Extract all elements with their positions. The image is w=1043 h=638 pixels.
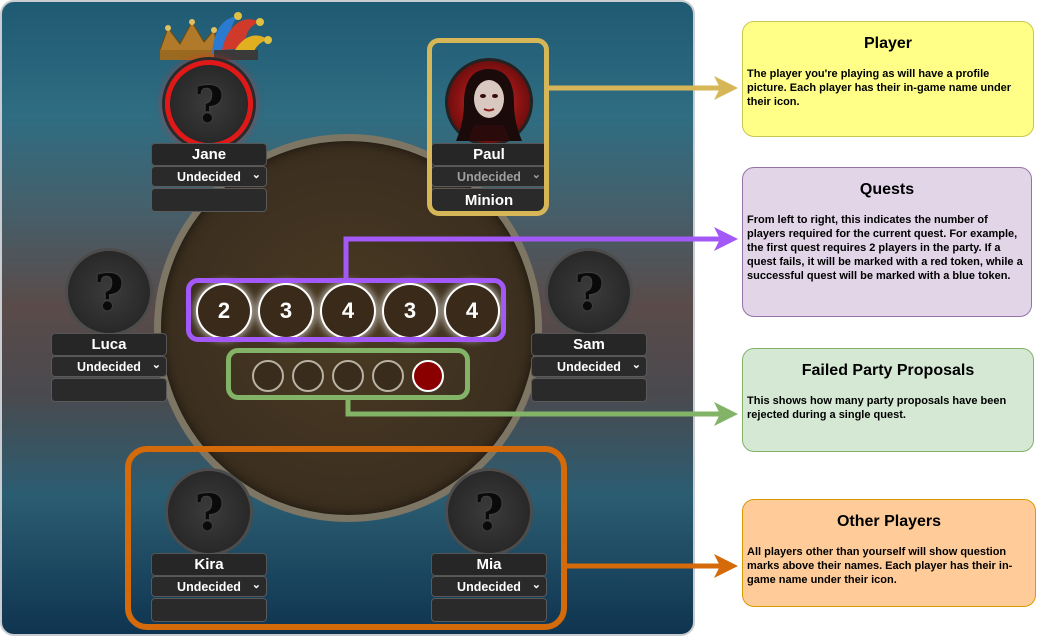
role-field-paul: Minion	[432, 189, 546, 211]
player-avatar-jane[interactable]: ?	[165, 60, 253, 148]
role-field-jane	[152, 189, 266, 211]
note-player: Player The player you're playing as will…	[742, 21, 1034, 137]
vote-select-luca[interactable]: Undecided⌄	[52, 357, 166, 376]
unknown-player-icon: ?	[194, 74, 224, 134]
failed-connector-arrow	[345, 400, 738, 426]
vote-select-mia[interactable]: Undecided⌄	[432, 577, 546, 596]
chevron-down-icon: ⌄	[251, 169, 261, 181]
proposal-token-3	[332, 360, 364, 392]
proposal-token-5	[412, 360, 444, 392]
note-others-title: Other Players	[836, 513, 942, 530]
vote-select-kira[interactable]: Undecided⌄	[152, 577, 266, 596]
chevron-down-icon: ⌄	[531, 579, 541, 591]
quest-token-3: 4	[322, 285, 374, 337]
proposal-token-1	[252, 360, 284, 392]
vote-select-jane[interactable]: Undecided⌄	[152, 167, 266, 186]
quest-token-1: 2	[198, 285, 250, 337]
player-profile-picture[interactable]	[445, 58, 533, 146]
failed-proposals-highlight-box	[226, 348, 470, 400]
note-failed-text: This shows how many party proposals have…	[747, 395, 1007, 421]
vote-select-paul[interactable]: Undecided⌄	[432, 167, 546, 186]
player-avatar-kira[interactable]: ?	[165, 468, 253, 556]
role-field-luca	[52, 379, 166, 401]
player-name-kira: Kira	[152, 554, 266, 575]
note-player-text: The player you're playing as will have a…	[747, 68, 1012, 108]
proposal-token-2	[292, 360, 324, 392]
player-name-sam: Sam	[532, 334, 646, 355]
unknown-player-icon: ?	[574, 262, 604, 322]
player-highlight-box	[427, 38, 549, 216]
others-connector-arrow	[567, 554, 738, 578]
vote-select-sam[interactable]: Undecided⌄	[532, 357, 646, 376]
note-player-title: Player	[863, 35, 913, 52]
unknown-player-icon: ?	[94, 262, 124, 322]
note-others-text: All players other than yourself will sho…	[747, 546, 1013, 586]
note-other-players: Other Players All players other than you…	[742, 499, 1036, 607]
chevron-down-icon: ⌄	[251, 579, 261, 591]
note-failed-proposals: Failed Party Proposals This shows how ma…	[742, 348, 1034, 452]
note-quests: Quests From left to right, this indicate…	[742, 167, 1032, 317]
crown-jester-icon	[159, 12, 272, 60]
game-board: ? Jane Undecided⌄ Paul Undecided⌄ Minion…	[0, 0, 695, 636]
quests-highlight-box	[186, 278, 506, 342]
unknown-player-icon: ?	[474, 482, 504, 542]
role-field-sam	[532, 379, 646, 401]
note-quests-title: Quests	[859, 181, 915, 198]
chevron-down-icon: ⌄	[531, 169, 541, 181]
player-name-jane: Jane	[152, 144, 266, 165]
player-avatar-mia[interactable]: ?	[445, 468, 533, 556]
player-name-paul: Paul	[432, 144, 546, 165]
chevron-down-icon: ⌄	[151, 359, 161, 371]
role-field-kira	[152, 599, 266, 621]
quest-token-2: 3	[260, 285, 312, 337]
quest-token-5: 4	[446, 285, 498, 337]
chevron-down-icon: ⌄	[631, 359, 641, 371]
player-name-mia: Mia	[432, 554, 546, 575]
quests-connector-arrow	[343, 227, 738, 278]
profile-portrait-icon	[456, 69, 522, 141]
note-quests-text: From left to right, this indicates the n…	[747, 214, 1023, 282]
player-name-luca: Luca	[52, 334, 166, 355]
role-field-mia	[432, 599, 546, 621]
unknown-player-icon: ?	[194, 482, 224, 542]
player-connector-arrow	[549, 76, 738, 100]
note-failed-title: Failed Party Proposals	[801, 362, 975, 379]
proposal-token-4	[372, 360, 404, 392]
other-players-highlight-box	[125, 446, 567, 630]
quest-token-4: 3	[384, 285, 436, 337]
